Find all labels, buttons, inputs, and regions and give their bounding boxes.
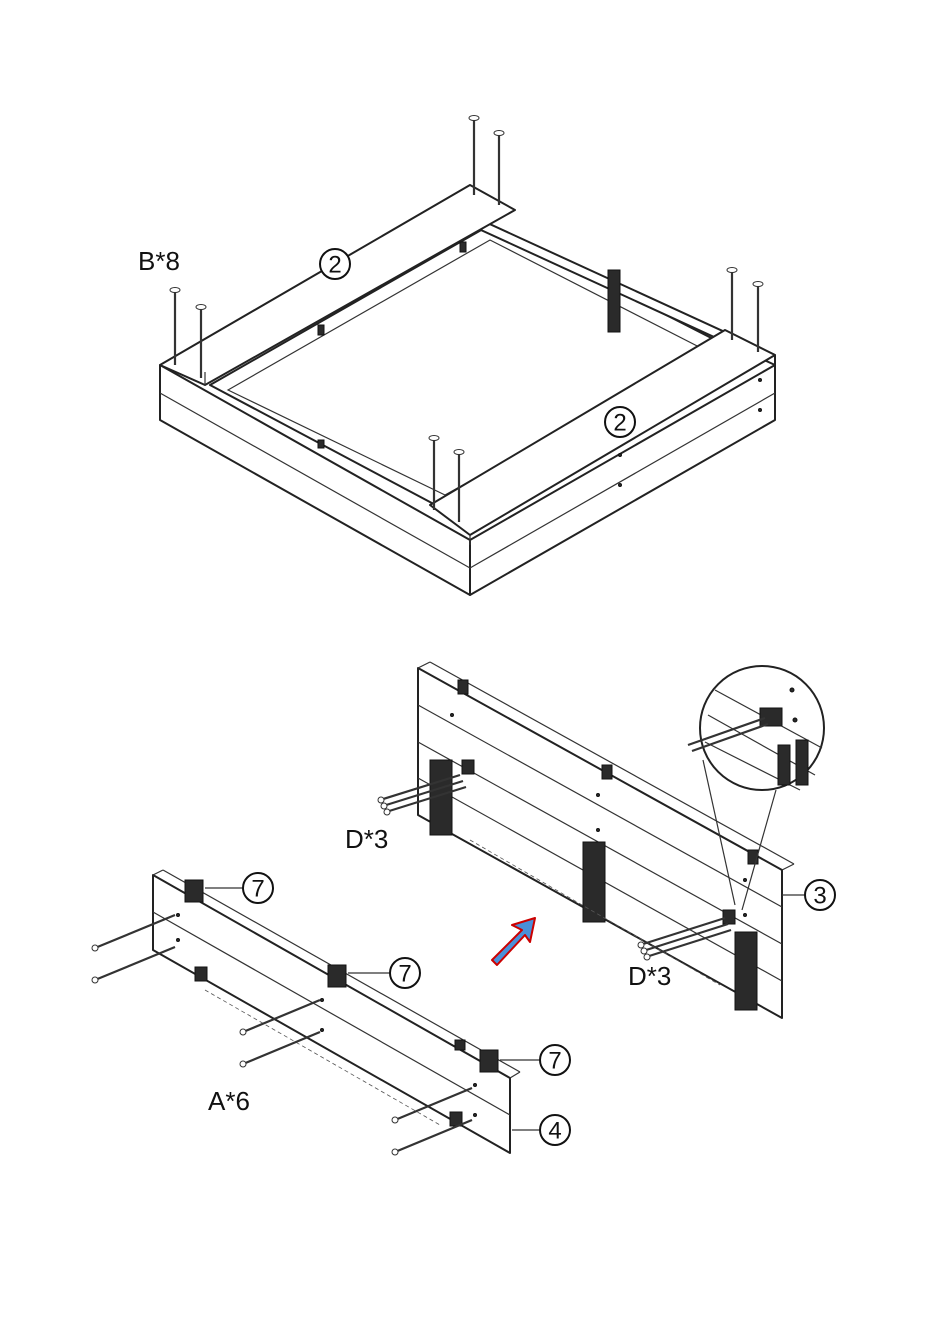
part-callout: 7	[390, 958, 420, 988]
corner-post	[608, 270, 620, 332]
direction-arrow-icon	[492, 918, 535, 965]
post	[328, 965, 346, 987]
sandbox-frame	[160, 185, 775, 595]
screw-label-b: B*8	[138, 246, 180, 276]
screw-icon	[727, 268, 737, 341]
screw-icon	[92, 947, 175, 983]
callout-number: 7	[251, 876, 264, 903]
screw-icon	[469, 116, 479, 196]
screw-label-a: A*6	[208, 1086, 250, 1116]
part-callout: 4	[540, 1115, 570, 1145]
callout-number: 2	[328, 252, 341, 279]
callout-number: 7	[548, 1048, 561, 1075]
part-callout: 3	[805, 880, 835, 910]
post	[480, 1050, 498, 1072]
screw-head-icon	[378, 797, 384, 803]
post	[583, 842, 605, 922]
post	[735, 932, 757, 1010]
callout-number: 4	[548, 1118, 561, 1145]
post	[185, 880, 203, 902]
part-callout: 2	[320, 249, 350, 279]
part-callout: 7	[243, 873, 273, 903]
part-callout: 7	[540, 1045, 570, 1075]
screw-icon	[494, 131, 504, 206]
screw-head-icon	[638, 942, 644, 948]
part-callout: 2	[605, 407, 635, 437]
screw-icon	[240, 1032, 320, 1067]
screw-icon	[753, 282, 763, 353]
callout-number: 2	[613, 410, 626, 437]
screw-label-d-bottom: D*3	[628, 961, 671, 991]
callout-number: 7	[398, 961, 411, 988]
screw-label-d-top: D*3	[345, 824, 388, 854]
screw-icon	[392, 1120, 472, 1155]
callout-number: 3	[813, 883, 826, 910]
